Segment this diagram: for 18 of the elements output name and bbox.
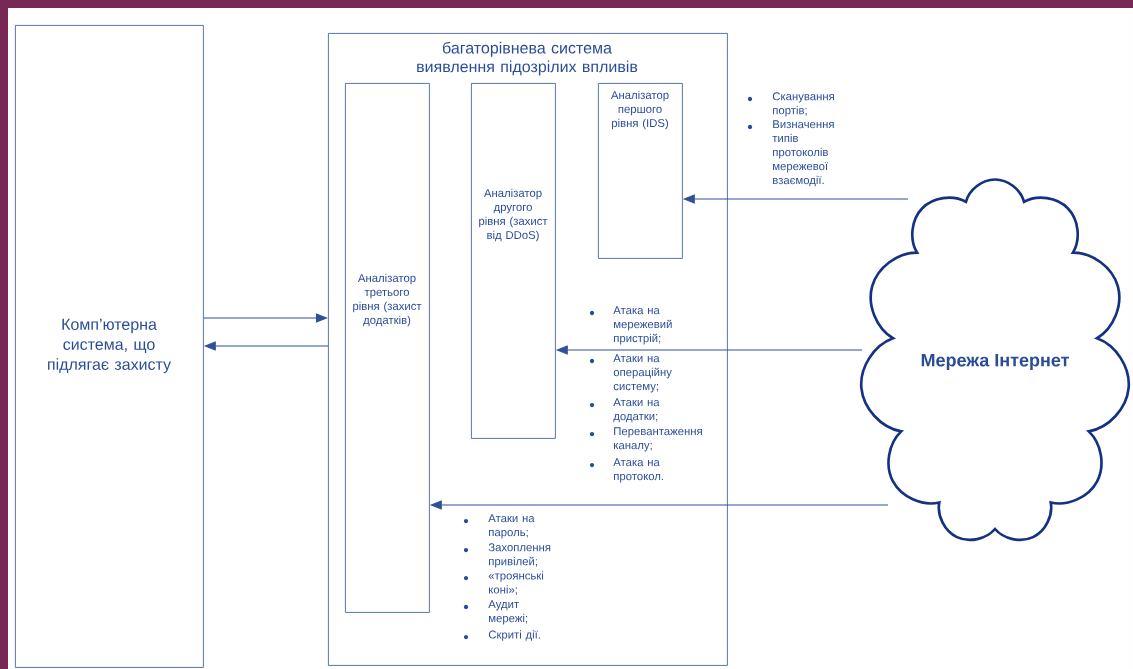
bullet-item: Визначення типів протоколів мережевої взаємодії. — [747, 120, 834, 187]
bullet-item: Атака на мережевий пристрій; — [589, 306, 672, 345]
bullet-item: Атаки на операційну систему; — [589, 354, 672, 393]
bullet-item: Атака на протокол. — [589, 458, 663, 483]
bullet-item: Аудит мережі; — [463, 600, 528, 625]
arrow — [203, 313, 328, 323]
analyzer-box: Аналізатор першого рівня (IDS) — [598, 83, 683, 259]
system-box: Комп’ютерна система, що підлягає захисту — [15, 25, 204, 668]
bullet-item: Скриті дії. — [463, 630, 540, 641]
bullet-item: Сканування портів; — [747, 92, 834, 117]
cloud: Мережа Інтернет — [859, 178, 1131, 542]
analyzer-box: Аналізатор третього рівня (захист додатків) — [345, 83, 430, 613]
bullet-item: Атаки на додатки; — [589, 398, 660, 423]
bullet-item: Атаки на пароль; — [463, 514, 535, 539]
bullet-item: Перевантаження каналу; — [589, 427, 702, 452]
bullet-item: «троянські коні»; — [463, 571, 544, 595]
bullet-item: Захоплення привілей; — [463, 543, 551, 568]
analyzer-box: Аналізатор другого рівня (захист від DDoS) — [471, 83, 556, 439]
